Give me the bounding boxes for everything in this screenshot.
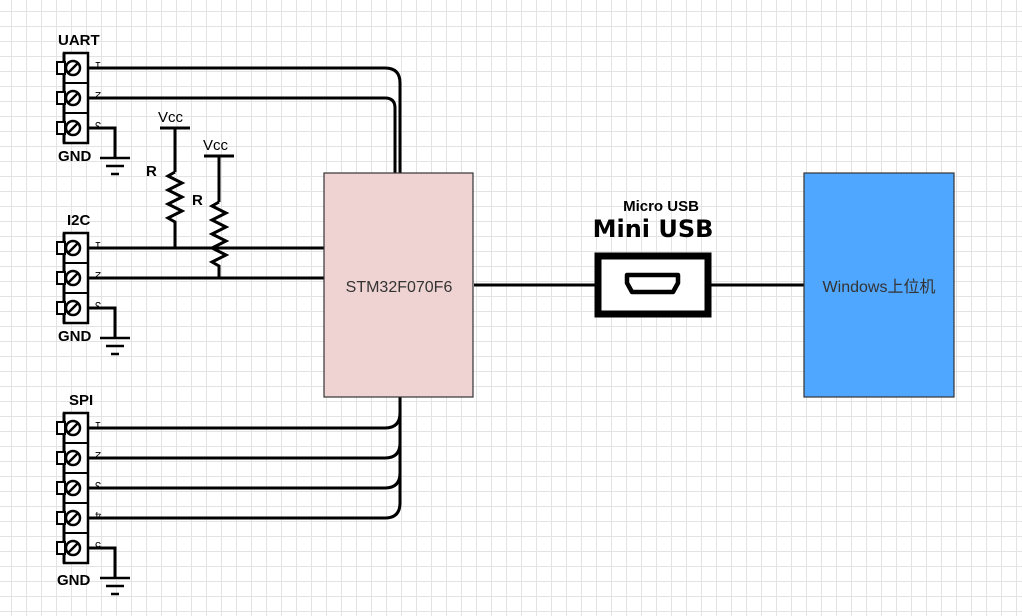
screw-icon [64,539,82,557]
usb-micro-label: Micro USB [623,198,699,215]
uart-terminal-tab [56,121,66,135]
resistor-label-1: R [146,163,157,180]
mcu-box [323,172,474,398]
spi-terminal-tab [56,541,66,555]
spi-connector: 1 2 3 4 5 [56,411,101,565]
screw-icon [64,269,82,287]
spi-terminal-tab [56,481,66,495]
wire-spi-pin4 [88,397,402,520]
screw-icon [64,89,82,107]
uart-pin-number: 3 [95,119,101,131]
i2c-connector: 1 2 3 [56,231,101,325]
screw-icon [64,119,82,137]
mcu-label: STM32F070F6 [346,279,453,296]
screw-icon [64,509,82,527]
spi-terminal-tab [56,421,66,435]
usb-mini-label: Mini USB [593,215,714,243]
i2c-pin-number: 1 [95,239,101,251]
uart-terminal-tab [56,61,66,75]
wire-uart-pin1 [88,66,402,173]
wire-spi-pin1 [88,397,402,430]
spi-terminal-tab [56,451,66,465]
vcc-symbols [160,126,234,158]
screw-icon [64,239,82,257]
resistor-r1 [164,170,186,248]
spi-gnd-label: GND [57,572,91,589]
i2c-gnd-label: GND [58,328,92,345]
i2c-pin-number: 2 [95,269,101,281]
spi-pin-number: 5 [95,539,101,551]
ground-symbols [100,156,130,596]
uart-label: UART [58,32,100,49]
spi-pin-number: 2 [95,449,101,461]
wire-uart-gnd [88,126,117,158]
wire-spi-gnd [88,546,117,578]
spi-pin-number: 1 [95,419,101,431]
i2c-terminal-tab [56,301,66,315]
ground-icon [100,156,130,176]
i2c-pin-number: 3 [95,299,101,311]
wire-uart-pin2 [88,96,397,173]
uart-connector: 1 2 3 [56,51,101,145]
resistor-label-2: R [192,192,203,209]
uart-pin-number: 1 [95,59,101,71]
screw-icon [64,299,82,317]
ground-icon [100,576,130,596]
spi-label: SPI [69,392,93,409]
i2c-terminal-tab [56,241,66,255]
spi-pin-number: 4 [95,509,101,521]
spi-pin-number: 3 [95,479,101,491]
uart-gnd-label: GND [58,148,92,165]
screw-icon [64,59,82,77]
uart-terminal-tab [56,91,66,105]
screw-icon [64,479,82,497]
wire-spi-pin3 [88,397,402,490]
vcc-label-1: Vcc [158,109,184,126]
resistor-r2 [208,200,230,278]
spi-terminal-tab [56,511,66,525]
wires [88,66,805,578]
usb-port-icon [594,252,712,318]
host-label: Windows上位机 [823,278,936,296]
screw-icon [64,449,82,467]
screw-icon [64,419,82,437]
wire-i2c-gnd [88,306,117,338]
host-box [803,172,955,398]
uart-pin-number: 2 [95,89,101,101]
vcc-label-2: Vcc [203,137,229,154]
ground-icon [100,336,130,356]
i2c-terminal-tab [56,271,66,285]
i2c-label: I2C [67,212,91,229]
